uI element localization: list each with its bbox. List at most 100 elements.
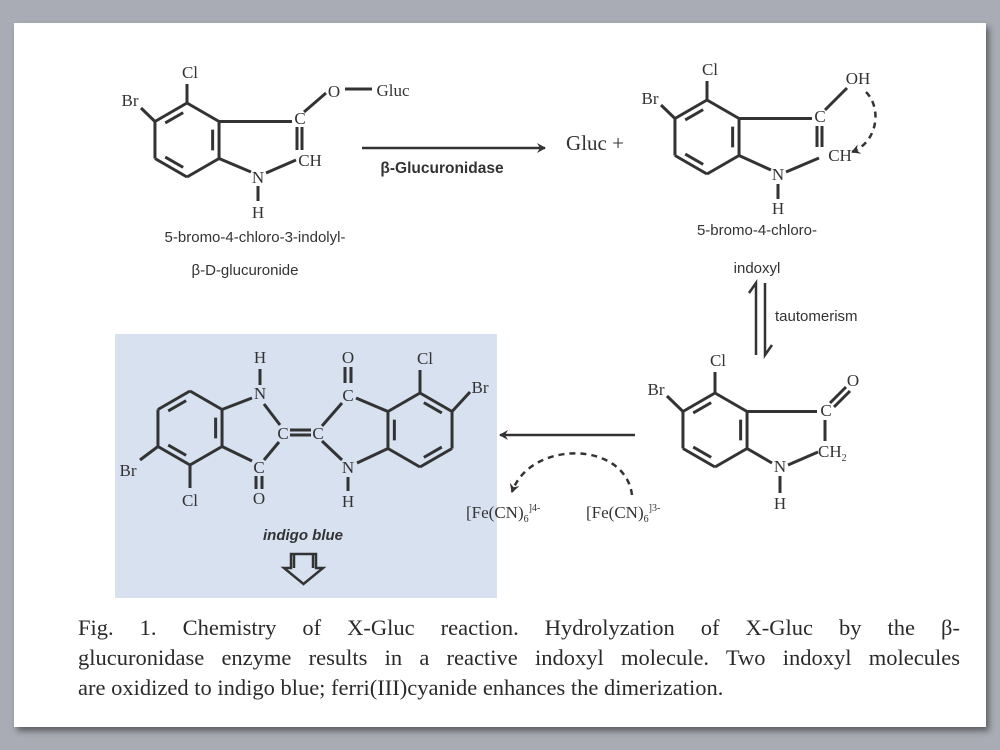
ring-bond [186,101,220,123]
ferro-sup: ]4- [529,503,541,514]
atom-o: O [328,82,340,101]
bond [659,103,676,120]
reactant-name-line2: β-D-glucuronide [191,262,298,279]
ring-bond [714,447,748,469]
atom-h: H [254,348,266,367]
bond [221,396,253,411]
ring-bond [186,157,220,179]
ferro-sub: 6 [524,514,529,525]
ring-bond [154,101,188,123]
subscript-2: 2 [842,453,847,464]
atom-cl: Cl [417,349,433,368]
indigo-highlight-box [115,334,497,598]
atom-n: N [772,165,784,184]
keto-molecule: Cl Br C O CH2 N H [648,351,860,513]
atom-n: N [342,458,354,477]
ring-double-bond [167,399,187,413]
atom-h: H [252,203,264,222]
ring-bond [674,98,708,120]
atom-n: N [254,384,266,403]
tautomerism-label: tautomerism [775,308,858,325]
bond [746,447,773,465]
atom-gluc: Gluc [376,81,410,100]
bond [828,385,848,405]
ring-bond [157,445,191,467]
atom-cl: Cl [182,63,198,82]
ring-bond [706,98,740,120]
atom-c: C [277,424,288,443]
atom-c: C [820,401,831,420]
ferro-text: [Fe(CN) [466,503,524,522]
atom-o: O [253,489,265,508]
atom-ch: CH [298,151,322,170]
atom-br: Br [120,461,137,480]
atom-oh: OH [846,69,871,88]
atom-br: Br [642,89,659,108]
caption-line-2: glucuronidase enzyme results in a reacti… [78,645,960,670]
ring-bond [682,447,716,469]
atom-ch: CH [828,146,852,165]
atom-cl: Cl [702,60,718,79]
ferri-sup: ]3- [649,503,661,514]
atom-br: Br [122,91,139,110]
ferricyanide-label: [Fe(CN)6]3- [586,503,660,525]
down-block-arrow-icon [280,552,327,586]
bond [823,86,849,112]
bond [262,441,281,461]
bond [262,403,282,426]
ring-double-bond [164,155,184,169]
atom-br: Br [648,380,665,399]
ring-bond [189,389,223,411]
bond [832,389,852,409]
bond [218,157,252,174]
ring-double-bond [692,401,712,415]
ring-double-bond [423,401,443,415]
ring-bond [419,391,453,413]
ring-double-bond [167,443,187,457]
bond [665,394,685,413]
atom-br: Br [472,378,489,397]
bond [785,156,820,174]
bond [320,402,344,427]
dashed-curved-arrow [509,452,634,496]
atom-c: C [814,107,825,126]
byproduct-gluc: Gluc + [566,131,624,155]
indigo-molecule: H N C C C O O C N H Cl Br Br Cl indigo b… [120,348,489,586]
atom-n: N [774,457,786,476]
bond [139,445,159,462]
indigo-label: indigo blue [263,527,343,544]
atom-c: C [294,109,305,128]
bond [355,396,389,413]
ring-double-bond [684,152,704,166]
ring-bond [157,389,191,411]
bond [303,91,327,114]
atom-h: H [342,492,354,511]
equilibrium-arrow-up [747,279,758,355]
ring-bond [682,391,716,413]
ring-double-bond [692,445,712,459]
ring-bond [387,391,421,413]
bond [738,154,772,172]
ferri-text: [Fe(CN) [586,503,644,522]
bond [320,439,344,462]
atom-ch2: CH2 [818,442,847,464]
ring-bond [154,157,188,179]
equilibrium-arrow-down [763,283,774,359]
dashed-curved-arrow [851,91,877,154]
bond [265,158,297,175]
bond [450,390,472,413]
atom-cl: Cl [710,351,726,370]
ring-bond [419,447,453,469]
atom-c: C [312,424,323,443]
ring-double-bond [164,111,184,125]
atom-c: C [342,386,353,405]
ring-bond [189,445,223,467]
indoxyl-name-line1: 5-bromo-4-chloro- [697,222,817,239]
atom-o: O [342,348,354,367]
ferrocyanide-label: [Fe(CN)6]4- [466,503,540,525]
bonds [139,81,877,496]
ch-text: CH [818,442,842,461]
ferri-sub: 6 [644,514,649,525]
ring-bond [714,391,748,413]
